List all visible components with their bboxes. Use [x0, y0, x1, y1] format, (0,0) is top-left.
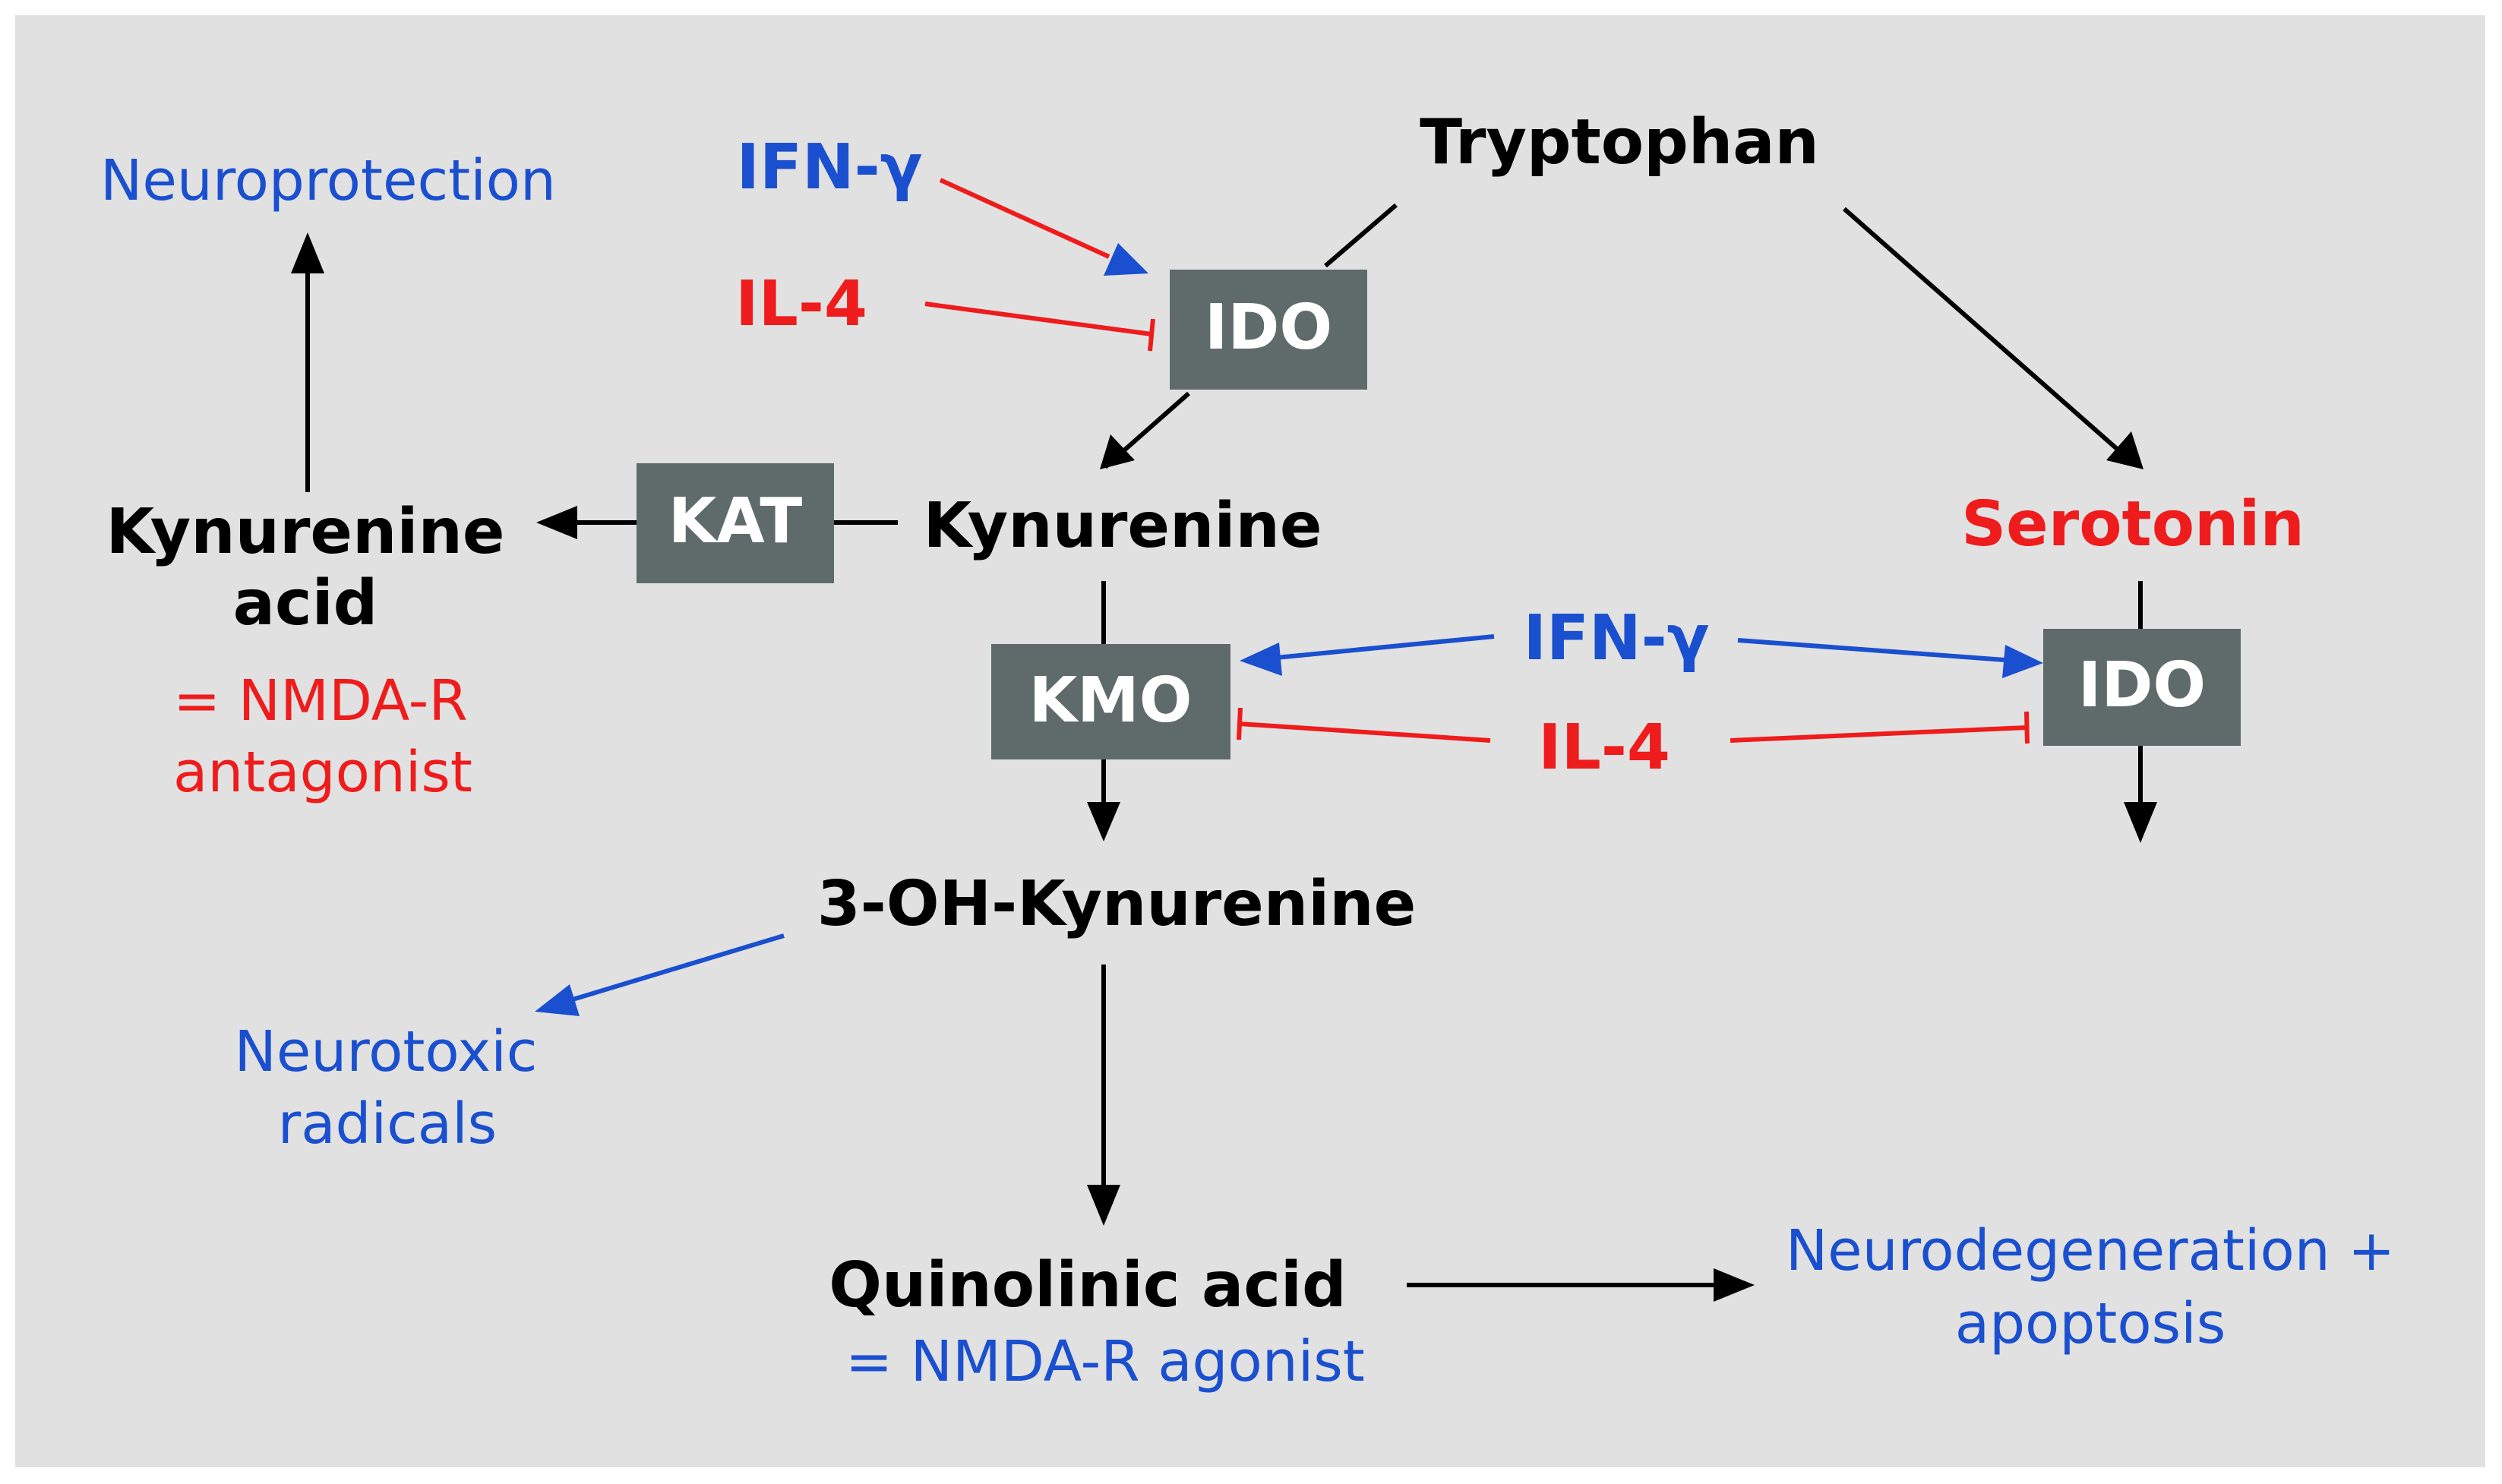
quinolinic-acid-label: Quinolinic acid [829, 1249, 1347, 1321]
kat-label: KAT [668, 485, 803, 557]
kmo-label: KMO [1029, 665, 1193, 737]
neuroprotection-label: Neuroprotection [100, 148, 556, 213]
quinolinic-to-neurodegeneration-arrowhead [1714, 1268, 1755, 1302]
kat-box [637, 463, 834, 583]
oh-kynurenine-to-neurotoxic-line [572, 933, 785, 1002]
il4-mid-inhibits-kmo-bar [1237, 707, 1243, 740]
oh-kynurenine-to-neurotoxic-arrowhead [535, 984, 580, 1016]
il4-top-inhibits-ido-line [924, 302, 1152, 336]
ido-top-label: IDO [1205, 292, 1332, 364]
il4-mid-inhibits-ido-line [1730, 725, 2027, 743]
il4-mid-label: IL-4 [1538, 712, 1670, 784]
ifn-mid-to-kmo-line [1275, 634, 1495, 660]
ido-right-box [2043, 629, 2241, 746]
ifn-mid-label: IFN-γ [1523, 602, 1709, 674]
kynurenine-label: Kynurenine [923, 490, 1322, 562]
kynurenine-acid-to-neuroprotection-arrowhead [291, 232, 324, 273]
ifn-top-to-ido-arrowhead [1104, 243, 1148, 276]
ido-to-kynurenine-arrowhead [1100, 434, 1135, 469]
neurotoxic-label-line1: Neurotoxic [235, 1019, 538, 1085]
il4-top-inhibits-ido-bar [1148, 318, 1155, 352]
neurotoxic-label-line2: radicals [278, 1091, 497, 1157]
kynurenine-acid-label-line1: Kynurenine [106, 496, 504, 568]
ifn-mid-to-ido-line [1737, 638, 2006, 662]
ido-right-output-arrowhead [2124, 802, 2157, 843]
nmda-antagonist-label-line1: = NMDA-R [173, 668, 468, 734]
serotonin-label: Serotonin [1961, 488, 2305, 560]
tryptophan-to-serotonin-line [1843, 207, 2124, 456]
neurodegeneration-label-line2: apoptosis [1955, 1291, 2226, 1356]
ifn-top-to-ido-line [939, 178, 1110, 259]
oh-kynurenine-label: 3-OH-Kynurenine [817, 868, 1417, 940]
tryptophan-to-serotonin-arrowhead [2106, 431, 2143, 469]
kmo-to-oh-kynurenine-arrowhead [1087, 802, 1120, 841]
tryptophan-label: Tryptophan [1420, 106, 1819, 178]
ifn-top-label: IFN-γ [736, 131, 922, 204]
nmda-antagonist-label-line2: antagonist [173, 740, 472, 805]
tryptophan-to-ido-line [1324, 203, 1398, 268]
ido-right-label: IDO [2078, 649, 2206, 721]
nmda-agonist-label: = NMDA-R agonist [845, 1329, 1365, 1394]
ifn-mid-to-ido-arrowhead [2002, 645, 2043, 678]
il4-mid-inhibits-kmo-line [1239, 721, 1491, 743]
ido-top-box [1170, 270, 1367, 390]
ifn-mid-to-kmo-arrowhead [1240, 643, 1282, 676]
kat-to-kynurenine-acid-arrowhead [536, 506, 577, 539]
kynurenine-acid-label-line2: acid [233, 567, 378, 639]
kmo-box [991, 644, 1230, 759]
il4-top-label: IL-4 [735, 268, 867, 340]
oh-kynurenine-to-quinolinic-arrowhead [1087, 1185, 1120, 1226]
neurodegeneration-label-line1: Neurodegeneration + [1786, 1218, 2395, 1284]
